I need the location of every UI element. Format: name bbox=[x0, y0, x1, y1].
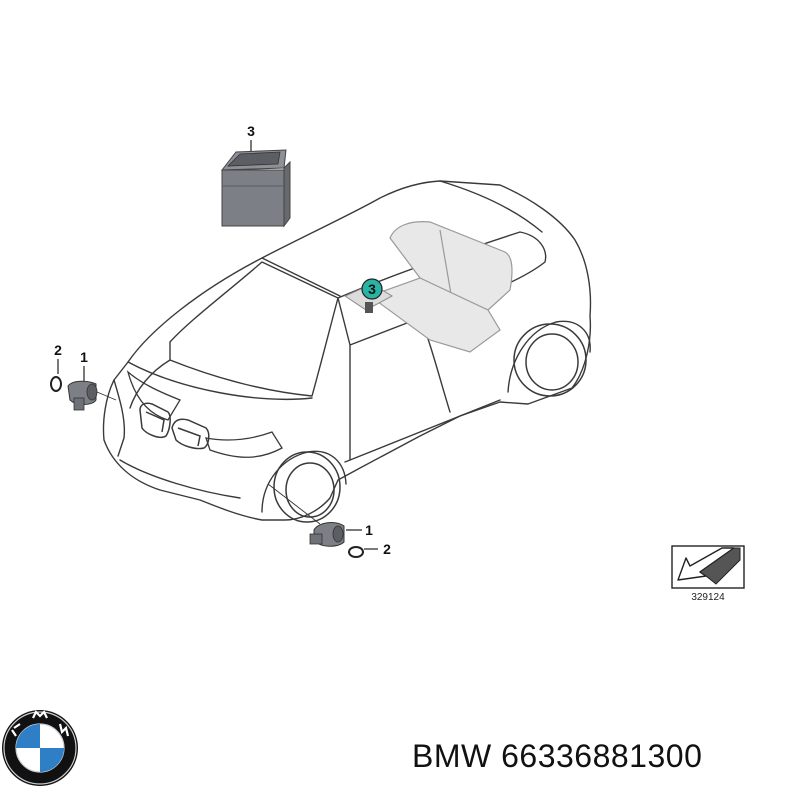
control-module-part: 3 bbox=[220, 123, 291, 228]
module-location-box bbox=[365, 302, 373, 313]
callout-sensor-front-right: 1 bbox=[365, 522, 373, 538]
reference-number: 329124 bbox=[691, 592, 725, 603]
sealing-ring-front-left bbox=[50, 376, 62, 392]
callout-ring-front-right: 2 bbox=[383, 541, 391, 557]
module-connectors bbox=[226, 151, 281, 167]
brand-name: BMW bbox=[412, 738, 492, 774]
park-sensor-front-left-plug bbox=[73, 397, 85, 411]
car-outline bbox=[102, 180, 592, 521]
leader-front-right bbox=[267, 483, 321, 525]
direction-band bbox=[699, 547, 741, 585]
bumper-lower bbox=[119, 459, 241, 499]
bmw-logo-quadrant-br bbox=[40, 748, 64, 772]
module-location: 3 bbox=[343, 278, 394, 313]
front-right-sensor-group: 1 2 bbox=[267, 483, 391, 558]
hood-line bbox=[127, 361, 313, 401]
rear-seat bbox=[368, 221, 513, 353]
module-marker-label: 3 bbox=[368, 281, 376, 297]
part-label: BMW 66336881300 bbox=[412, 738, 702, 775]
front-fascia bbox=[113, 379, 126, 457]
bmw-logo bbox=[2, 710, 78, 786]
door-sill bbox=[344, 399, 501, 463]
callout-ring-front-left: 2 bbox=[54, 342, 62, 358]
park-sensor-front-left-face bbox=[86, 383, 98, 401]
front-wheel-rim bbox=[285, 462, 335, 518]
windshield bbox=[169, 261, 339, 397]
rear-wheel-rim bbox=[525, 333, 579, 391]
grille-inner-right bbox=[177, 427, 201, 447]
hood-crease bbox=[129, 359, 171, 409]
bmw-logo-letter-b bbox=[11, 723, 21, 737]
park-sensor-front-right-plug bbox=[309, 533, 323, 545]
bmw-logo-letter-m bbox=[32, 710, 48, 719]
bmw-logo-quadrant-tl bbox=[16, 724, 40, 748]
rear-wheel-tire bbox=[513, 323, 587, 397]
callout-sensor-front-left: 1 bbox=[80, 349, 88, 365]
rear-wheel-arch bbox=[507, 320, 591, 393]
front-left-sensor-group: 2 1 bbox=[50, 342, 117, 411]
bmw-logo-letter-w bbox=[58, 723, 70, 737]
module-marker-circle bbox=[361, 278, 383, 300]
seat-back bbox=[389, 221, 513, 311]
module-side bbox=[283, 160, 291, 228]
park-sensor-front-right-face bbox=[332, 525, 344, 543]
seat-cushion bbox=[368, 277, 501, 353]
headlight-left bbox=[205, 431, 283, 458]
car-body-silhouette bbox=[102, 180, 592, 521]
grille-right bbox=[171, 418, 210, 450]
module-front bbox=[221, 169, 285, 227]
kidney-grille bbox=[139, 402, 210, 450]
headlight-right bbox=[126, 370, 181, 421]
sealing-ring-front-right bbox=[348, 546, 364, 558]
front-wheel-tire bbox=[273, 451, 341, 523]
seat-back-divider bbox=[439, 229, 453, 301]
grille-inner-left bbox=[145, 411, 165, 433]
callout-module: 3 bbox=[247, 123, 255, 139]
grille-left bbox=[139, 402, 171, 439]
part-number: 66336881300 bbox=[501, 738, 703, 774]
roof-line bbox=[261, 180, 543, 297]
headlights bbox=[126, 370, 283, 458]
wheels bbox=[273, 323, 587, 523]
direction-of-travel-symbol: 329124 bbox=[671, 545, 745, 603]
bmw-logo-silver-edge bbox=[3, 711, 77, 785]
leader-front-left bbox=[96, 391, 117, 401]
